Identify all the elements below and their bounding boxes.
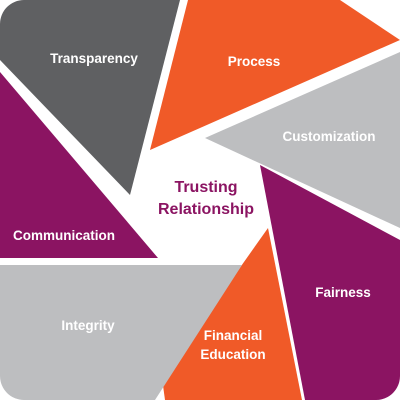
segment-communication (0, 72, 158, 258)
segment-fairness (260, 165, 400, 400)
center-title-line2: Relationship (158, 201, 254, 218)
label-financial-education-line2: Education (200, 347, 265, 362)
label-process: Process (228, 54, 281, 69)
center-title-line1: Trusting (174, 179, 237, 196)
segment-customization (205, 52, 400, 228)
label-financial-education-line1: Financial (204, 328, 263, 343)
label-communication: Communication (13, 228, 115, 243)
segment-financial-education (162, 228, 302, 400)
label-transparency: Transparency (50, 51, 138, 66)
segment-process (150, 0, 400, 150)
segment-integrity (0, 265, 242, 400)
label-fairness: Fairness (315, 285, 371, 300)
label-customization: Customization (283, 129, 376, 144)
label-integrity: Integrity (61, 318, 115, 333)
segment-transparency (0, 0, 180, 195)
